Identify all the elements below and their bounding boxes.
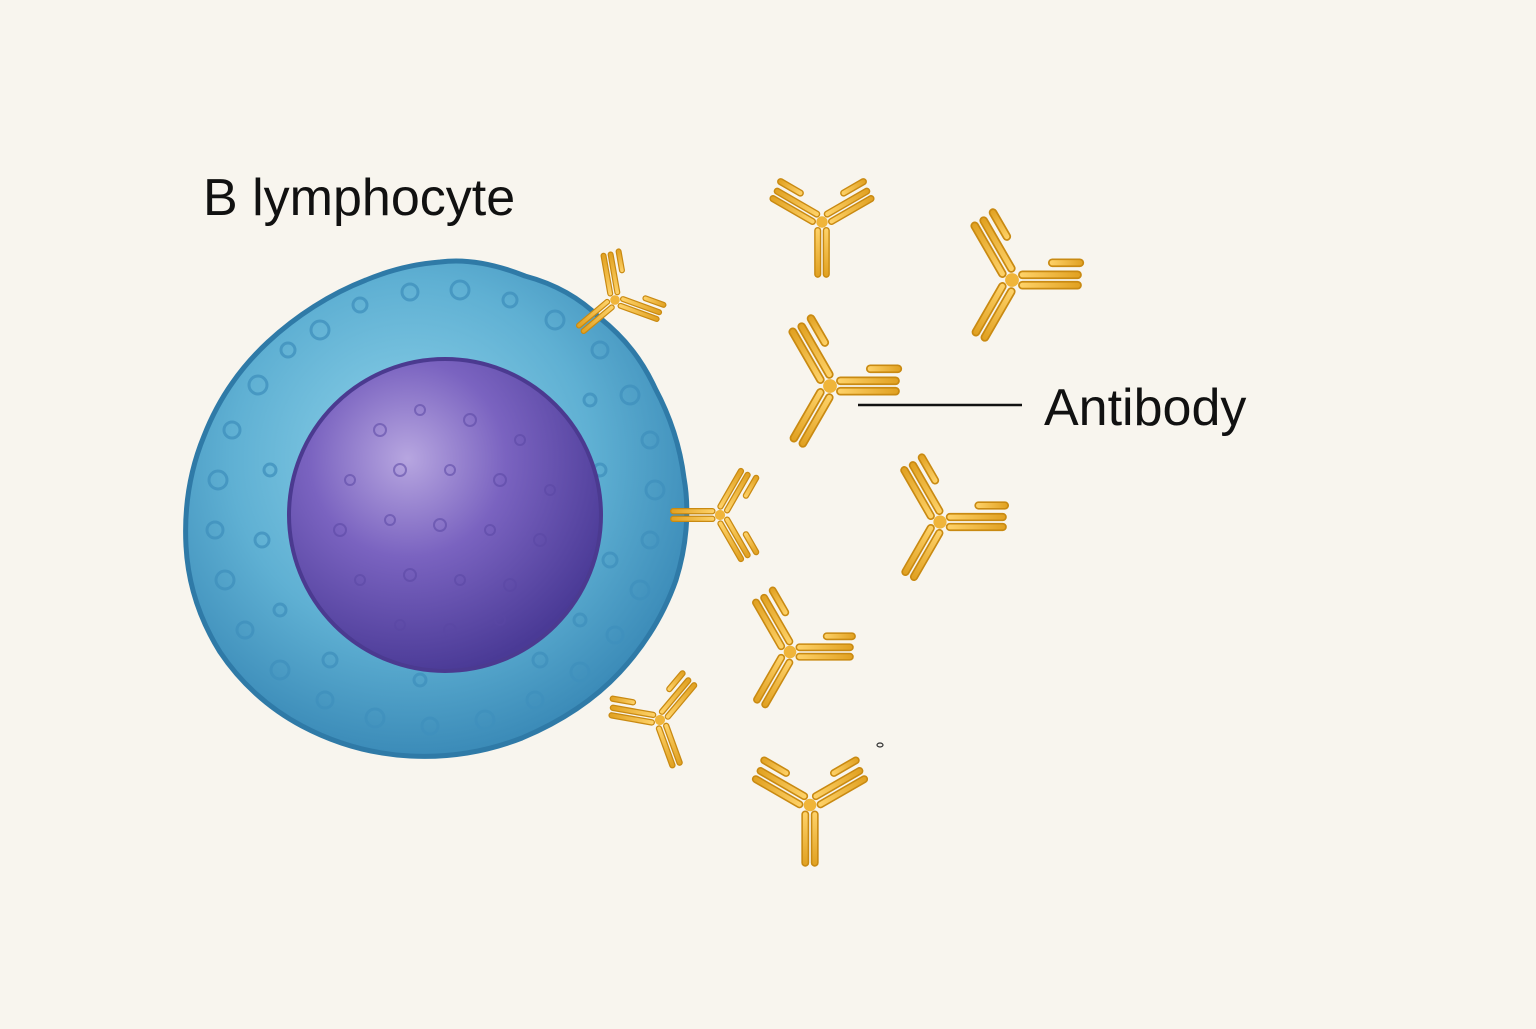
free-antibody (706, 578, 868, 736)
stray-mark (876, 742, 884, 748)
nucleus (287, 357, 603, 673)
cytoplasm-texture (205, 279, 666, 736)
free-antibody (920, 199, 1097, 372)
free-antibody (748, 755, 872, 867)
free-antibodies (706, 177, 1097, 867)
free-antibody (766, 177, 878, 278)
cell-label: B lymphocyte (203, 169, 516, 227)
antibody-label: Antibody (1044, 379, 1247, 437)
membrane-antibody (599, 665, 724, 784)
free-antibody (852, 445, 1022, 610)
free-antibody (738, 305, 915, 478)
b-lymphocyte-cell (183, 258, 690, 759)
nucleus-texture (333, 404, 556, 637)
